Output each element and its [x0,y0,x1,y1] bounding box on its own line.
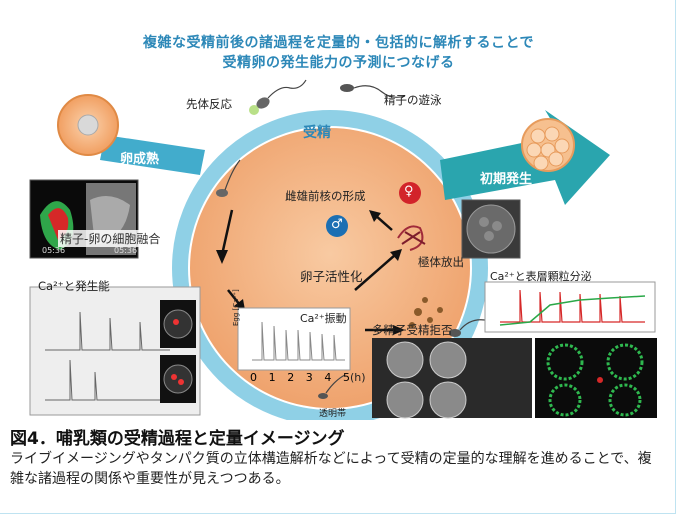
label-ca-granule-secretion: Ca²⁺と表層顆粒分泌 [490,270,592,283]
polyspermy-micrographs [372,338,657,419]
male-symbol: ♂ [331,217,343,232]
fusion-time-left: 05:36 [42,246,66,255]
ca-oscillation-chart [237,307,351,371]
arrow-pronucleus [374,214,393,231]
oscillation-tick: 1 [268,371,276,384]
oscillation-tick: 0 [250,371,257,384]
ca-development-chart [29,286,201,416]
female-symbol: ♀ [404,184,414,199]
arrow-polar [354,254,396,291]
oscillation-xaxis: 0 1 2 3 4 5 [250,371,350,384]
label-polyspermy-block: 多精子受精拒否 [372,323,453,337]
oscillation-tick: 3 [305,371,313,384]
oscillation-tick: 5 [342,371,350,384]
granule-secretion-chart [484,281,656,333]
fusion-time-right: 05:36 [114,246,138,255]
label-egg-activation: 卵子活性化 [300,269,363,284]
sperm-acrosome [249,79,307,115]
headline-line-2: 受精卵の発生能力の予測につなげる [222,55,455,71]
arrow-fusion [220,209,234,256]
fertilization-ring [172,110,488,420]
label-sperm-swimming: 精子の遊泳 [384,93,442,107]
oscillation-ylabel: Egg [Ca²⁺] [232,289,240,326]
label-oocyte-maturation: 卵成熟 [120,152,160,167]
sperm-entering [216,159,241,197]
embryo-micrograph [461,199,521,259]
label-pronucleus-formation: 雌雄前核の形成 [285,189,366,203]
label-sperm-egg-fusion: 精子-卵の細胞融合 [58,230,163,247]
maturation-band [100,135,205,175]
fertilization-diagram [29,79,657,420]
morula-embryo [521,118,575,172]
arrow-activation [227,289,241,306]
label-ca-oscillation: Ca²⁺振動 [300,312,347,325]
headline-line-1: 複雑な受精前後の諸過程を定量的・包括的に解析することで [142,35,535,51]
oscillation-tick: 4 [324,371,332,384]
label-polar-body-extrusion: 極体放出 [418,255,464,269]
label-acrosome-reaction: 先体反応 [186,97,232,111]
label-early-development: 初期発生 [480,172,533,187]
label-ca-development: Ca²⁺と発生能 [38,279,110,293]
female-pronucleus [399,182,421,204]
oscillation-xlabel: (h) [350,371,366,384]
label-fertilization: 受精 [303,125,331,141]
oocyte-nucleus [77,114,99,136]
label-zona-pellucida: 透明帯 [319,409,347,419]
cortical-granules [409,297,443,328]
male-pronucleus [326,215,348,237]
oscillation-tick: 2 [287,371,295,384]
polar-body-structure [397,225,426,251]
sperm-bottom [318,319,486,399]
caption-title: 図4．哺乳類の受精過程と定量イメージング [10,429,345,449]
caption-text: ライブイメージングやタンパク質の立体構造解析などによって受精の定量的な理解を進め… [10,451,652,487]
sperm-swimming [340,84,406,98]
